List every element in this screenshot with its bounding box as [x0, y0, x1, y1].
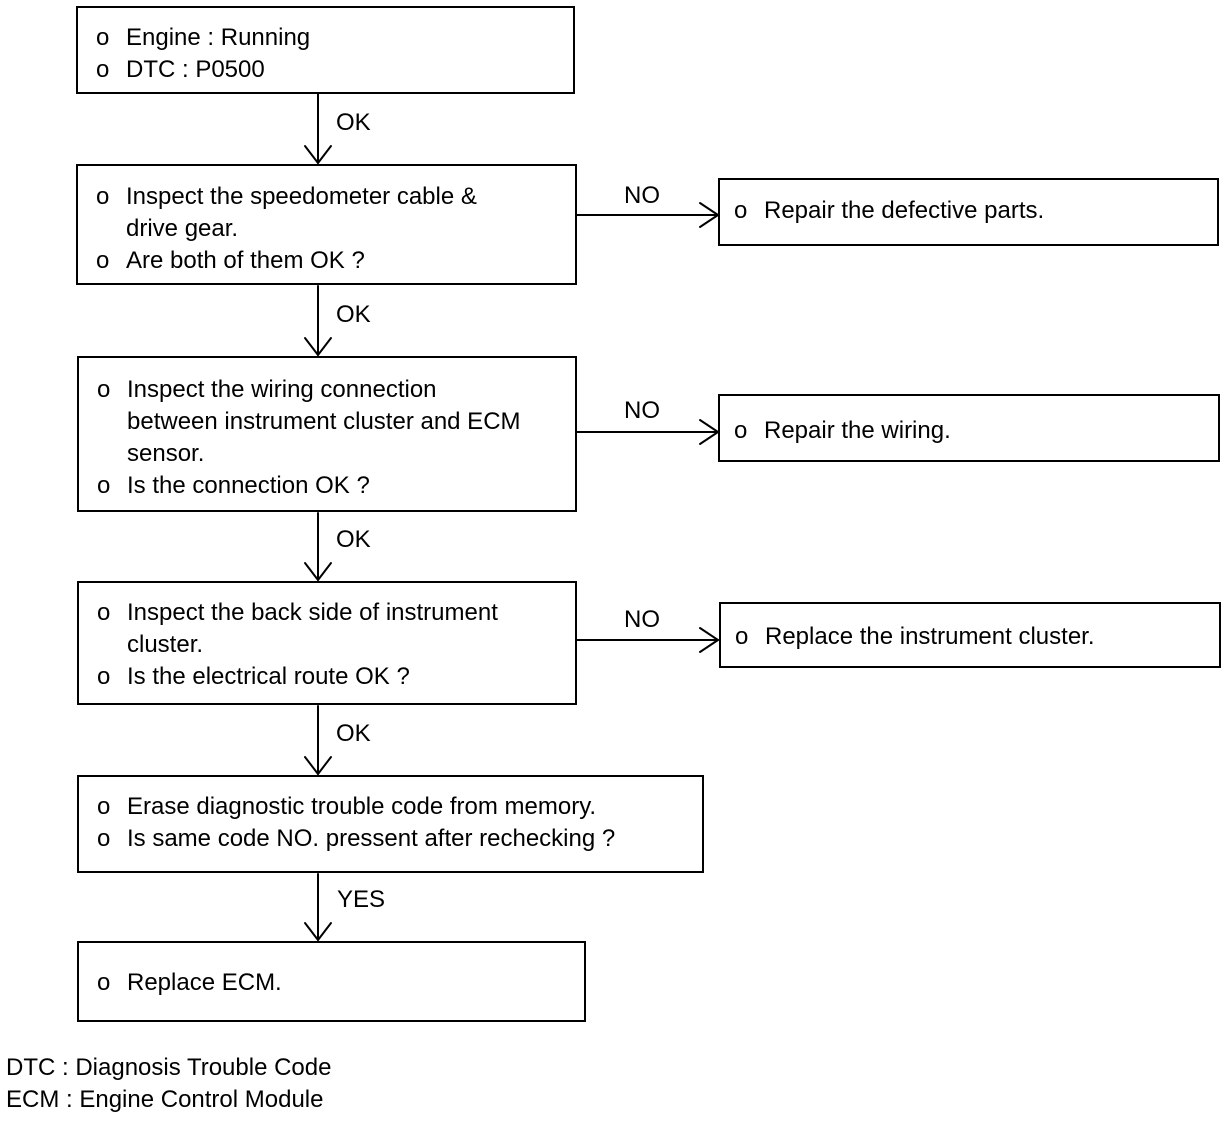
action-1-line: o Repair the defective parts. [734, 195, 1044, 227]
step-1-line-1: o Engine : Running [96, 22, 310, 54]
bullet: o [96, 183, 110, 210]
action-text: Replace the instrument cluster. [765, 623, 1095, 650]
arrow-head-down-2 [304, 337, 332, 356]
bullet: o [97, 969, 111, 996]
step-3-line-2: between instrument cluster and ECM [97, 406, 521, 438]
step-text: Is the connection OK ? [127, 472, 370, 499]
down-label-3: OK [336, 526, 371, 553]
bullet: o [96, 56, 110, 83]
step-3-line-4: o Is the connection OK ? [97, 470, 370, 502]
step-text: sensor. [127, 440, 205, 467]
step-box-3: o Inspect the wiring connection between i… [77, 356, 577, 512]
bullet: o [97, 793, 111, 820]
step-text: Inspect the speedometer cable & [126, 183, 477, 210]
step-text: drive gear. [126, 215, 239, 242]
step-3-line-3: sensor. [97, 438, 204, 470]
step-text: Engine : Running [126, 24, 311, 51]
step-6-line-1: o Replace ECM. [97, 967, 282, 999]
bullet: o [97, 599, 111, 626]
step-text: Inspect the back side of instrument [127, 599, 498, 626]
step-text: DTC : P0500 [126, 56, 265, 83]
down-label-4: OK [336, 720, 371, 747]
step-4-line-3: o Is the electrical route OK ? [97, 661, 410, 693]
step-text: between instrument cluster and ECM [127, 408, 521, 435]
step-box-4: o Inspect the back side of instrument clu… [77, 581, 577, 705]
action-text: Repair the defective parts. [764, 197, 1045, 224]
step-2-line-2: drive gear. [96, 213, 238, 245]
step-text: Inspect the wiring connection [127, 376, 437, 403]
step-text: Is same code NO. pressent after rechecki… [127, 825, 616, 852]
bullet: o [97, 825, 111, 852]
step-2-line-3: o Are both of them OK ? [96, 245, 365, 277]
side-label-1: NO [624, 182, 660, 209]
action-box-2: o Repair the wiring. [718, 394, 1220, 462]
step-box-6: o Replace ECM. [77, 941, 586, 1022]
step-4-line-1: o Inspect the back side of instrument [97, 597, 498, 629]
action-text: Repair the wiring. [764, 417, 951, 444]
down-label-5: YES [337, 886, 386, 913]
action-box-3: o Replace the instrument cluster. [719, 602, 1221, 668]
footnote-ecm: ECM : Engine Control Module [6, 1086, 324, 1113]
down-label-2: OK [336, 301, 371, 328]
arrow-head-down-3 [304, 562, 332, 581]
bullet: o [96, 247, 110, 274]
footnote-dtc: DTC : Diagnosis Trouble Code [6, 1054, 332, 1081]
step-text: Replace ECM. [127, 969, 282, 996]
step-5-line-2: o Is same code NO. pressent after recheck… [97, 823, 615, 855]
step-text: Is the electrical route OK ? [127, 663, 410, 690]
side-label-2: NO [624, 397, 660, 424]
step-3-line-1: o Inspect the wiring connection [97, 374, 437, 406]
action-3-line: o Replace the instrument cluster. [735, 621, 1095, 653]
arrow-head-right-3 [699, 627, 719, 653]
bullet: o [97, 376, 111, 403]
down-label-1: OK [336, 109, 371, 136]
arrow-head-down-4 [304, 756, 332, 775]
arrow-head-down-1 [304, 145, 332, 164]
action-box-1: o Repair the defective parts. [718, 178, 1219, 246]
step-text: cluster. [127, 631, 204, 658]
bullet: o [735, 623, 749, 650]
step-box-2: o Inspect the speedometer cable & drive g… [76, 164, 577, 285]
bullet: o [97, 663, 111, 690]
action-2-line: o Repair the wiring. [734, 415, 951, 447]
step-4-line-2: cluster. [97, 629, 203, 661]
step-text: Erase diagnostic trouble code from memor… [127, 793, 597, 820]
step-5-line-1: o Erase diagnostic trouble code from memo… [97, 791, 596, 823]
bullet: o [97, 472, 111, 499]
arrow-head-down-5 [304, 922, 332, 941]
step-box-5: o Erase diagnostic trouble code from memo… [77, 775, 704, 873]
side-label-3: NO [624, 606, 660, 633]
step-text: Are both of them OK ? [126, 247, 365, 274]
bullet: o [96, 24, 110, 51]
step-2-line-1: o Inspect the speedometer cable & [96, 181, 477, 213]
step-1-line-2: o DTC : P0500 [96, 54, 265, 86]
bullet: o [734, 417, 748, 444]
bullet: o [734, 197, 748, 224]
